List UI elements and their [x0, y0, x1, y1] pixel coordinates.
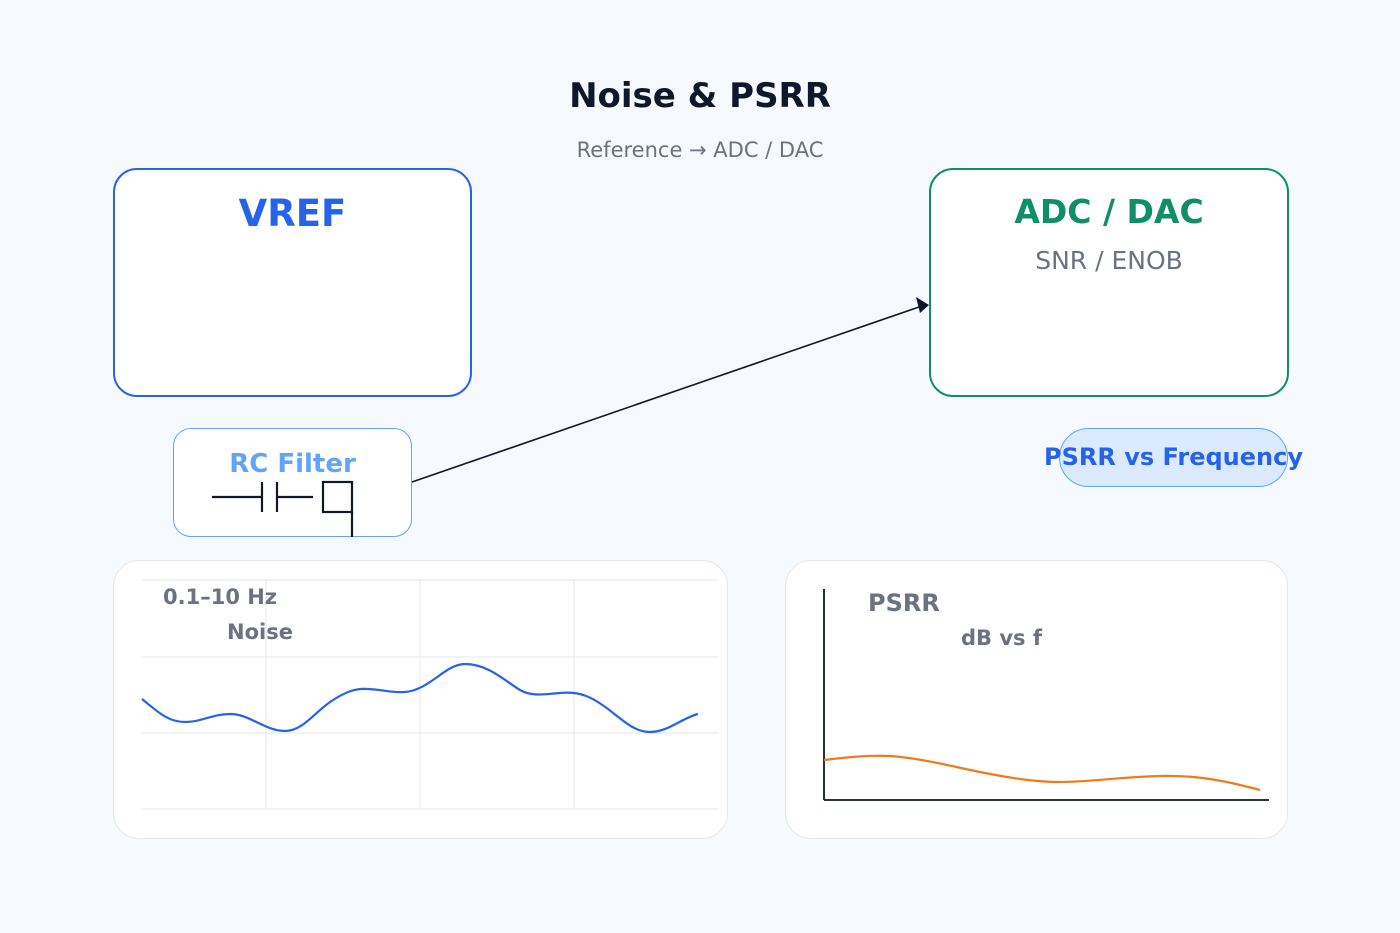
psrr-panel [785, 560, 1288, 839]
vref-block[interactable]: VREF [113, 168, 472, 397]
psrr-frequency-label: PSRR vs Frequency [1044, 443, 1303, 471]
psrr-trace [823, 754, 1261, 792]
page-subtitle: Reference → ADC / DAC [576, 138, 824, 162]
arrow-right-icon [411, 297, 929, 483]
psrr-label-line1: PSRR [868, 589, 940, 617]
psrr-axes [823, 589, 1269, 801]
psrr-frequency-pill[interactable] [1059, 428, 1288, 487]
adc-dac-block[interactable]: ADC / DAC SNR / ENOB [929, 168, 1289, 397]
page-title: Noise & PSRR [569, 76, 831, 116]
noise-label-line2: Noise [227, 620, 293, 644]
noise-trace [141, 662, 699, 734]
noise-label-line1: 0.1–10 Hz [163, 585, 278, 609]
rc-filter-label: RC Filter [229, 449, 356, 479]
adc-dac-label: ADC / DAC [1014, 192, 1204, 231]
psrr-label-line2: dB vs f [961, 626, 1042, 650]
adc-dac-sublabel: SNR / ENOB [1035, 246, 1183, 275]
rc-filter-block[interactable]: RC Filter [173, 428, 412, 537]
vref-label: VREF [238, 192, 347, 235]
capacitor-resistor-symbol [212, 480, 354, 537]
noise-grid [142, 579, 718, 810]
